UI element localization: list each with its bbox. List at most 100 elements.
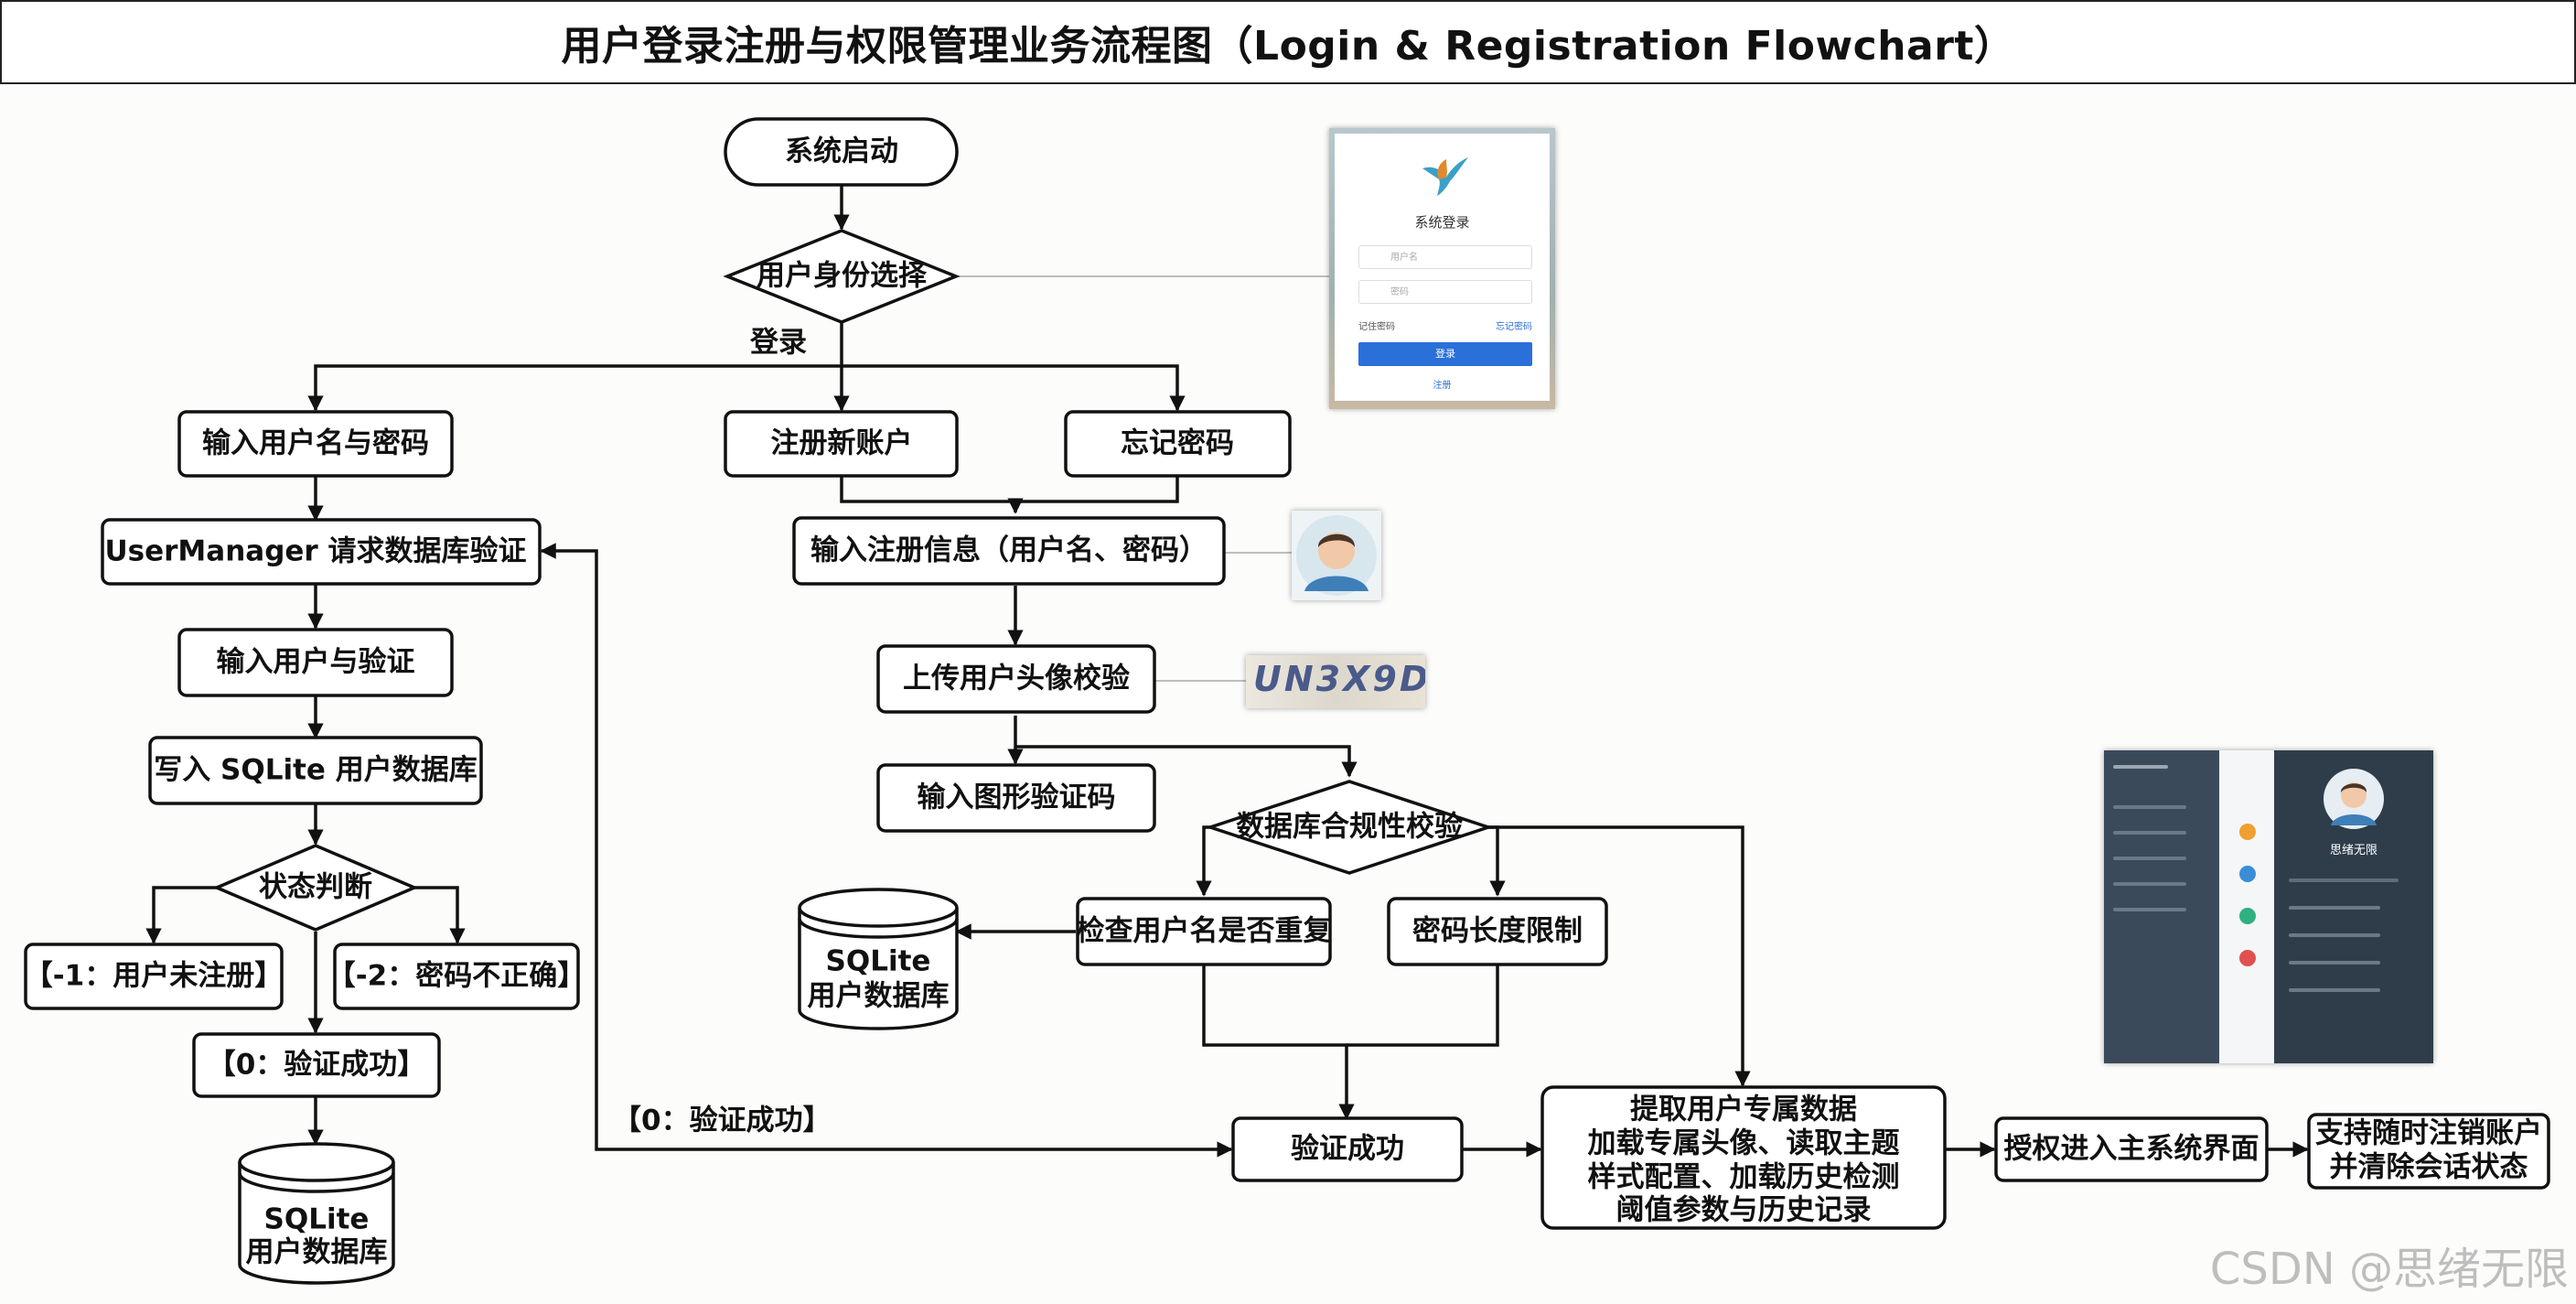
svg-text:输入用户与验证: 输入用户与验证 <box>217 646 415 679</box>
mock-orange-icon <box>2239 824 2256 840</box>
svg-text:状态判断: 状态判断 <box>259 871 372 904</box>
edges: 登录 【0：验证成功】 <box>145 185 2309 1158</box>
svg-text:检查用户名是否重复: 检查用户名是否重复 <box>1077 915 1332 948</box>
mock-red-icon <box>2239 950 2256 966</box>
login-mock-title: 系统登录 <box>1414 214 1470 231</box>
mock-menu-item <box>2289 961 2380 965</box>
login-screen-mockup: 系统登录 用户名 密码 记住密码 忘记密码 登录 注册 <box>1329 128 1555 409</box>
mock-menu-item <box>2289 878 2399 882</box>
node-sqlite-db-left: SQLite 用户数据库 <box>238 1142 395 1285</box>
node-input-registration-info: 输入注册信息（用户名、密码） <box>792 516 1226 586</box>
svg-text:加载专属头像、读取主题: 加载专属头像、读取主题 <box>1588 1127 1900 1160</box>
svg-text:注册新账户: 注册新账户 <box>771 427 913 460</box>
main-system-mockup: 思绪无限 <box>2104 750 2433 1063</box>
edge-compliance-pwdlen <box>1488 825 1506 897</box>
svg-text:SQLite: SQLite <box>826 945 931 978</box>
svg-text:密码长度限制: 密码长度限制 <box>1412 915 1583 948</box>
svg-text:数据库合规性校验: 数据库合规性校验 <box>1236 811 1463 844</box>
edge-login-branch <box>307 364 842 412</box>
edge-label-login: 登录 <box>749 327 807 360</box>
svg-text:并清除会话状态: 并清除会话状态 <box>2330 1151 2528 1184</box>
svg-text:验证成功: 验证成功 <box>1291 1133 1404 1166</box>
edge-dup-verified <box>1202 965 1355 1120</box>
svg-text:阈值参数与历史记录: 阈值参数与历史记录 <box>1616 1194 1872 1227</box>
node-usermanager-request: UserManager 请求数据库验证 <box>101 518 542 586</box>
user-avatar-icon <box>1296 515 1377 596</box>
svg-text:【-1：用户未注册】: 【-1：用户未注册】 <box>25 960 283 993</box>
login-mock-password[interactable]: 密码 <box>1358 280 1532 304</box>
svg-text:写入 SQLite 用户数据库: 写入 SQLite 用户数据库 <box>154 754 478 787</box>
mock-menu-line <box>2113 882 2186 886</box>
node-wrong-password: 【-2：密码不正确】 <box>327 943 585 1010</box>
node-enter-main-system: 授权进入主系统界面 <box>1994 1116 2269 1182</box>
node-extract-user-data: 提取用户专属数据 加载专属头像、读取主题 样式配置、加载历史检测 阈值参数与历史… <box>1540 1085 1947 1230</box>
login-mock-button[interactable]: 登录 <box>1358 342 1532 366</box>
mock-app-name <box>2113 765 2168 769</box>
mock-content-panel <box>2219 750 2274 1063</box>
edge-compliance-extract <box>1488 825 1751 1087</box>
svg-text:用户身份选择: 用户身份选择 <box>757 260 928 293</box>
mock-menu-line <box>2113 805 2186 809</box>
node-input-username-password: 输入用户名与密码 <box>177 410 454 478</box>
title-bar: 用户登录注册与权限管理业务流程图（Login & Registration Fl… <box>0 0 2576 84</box>
mock-user-menu: 思绪无限 <box>2274 750 2433 1063</box>
edge-compliance-dup <box>1196 825 1212 897</box>
node-input-captcha: 输入图形验证码 <box>876 763 1156 833</box>
svg-text:用户数据库: 用户数据库 <box>808 980 950 1013</box>
svg-text:系统启动: 系统启动 <box>785 135 898 168</box>
svg-text:输入图形验证码: 输入图形验证码 <box>918 781 1116 814</box>
node-db-compliance-check: 数据库合规性校验 <box>1205 780 1494 875</box>
edge-forgot-reginfo <box>1015 476 1179 503</box>
mock-user-avatar-icon <box>2324 769 2384 829</box>
edge-forgot-branch <box>842 364 1186 412</box>
node-logout-clear-session: 支持随时注销账户 并清除会话状态 <box>2307 1113 2550 1190</box>
edge-label-verify-ok: 【0：验证成功】 <box>613 1105 832 1137</box>
svg-text:样式配置、加载历史检测: 样式配置、加载历史检测 <box>1588 1161 1900 1194</box>
node-user-identity-choice: 用户身份选择 <box>723 229 961 324</box>
login-card: 系统登录 用户名 密码 记住密码 忘记密码 登录 注册 <box>1335 134 1550 401</box>
edge-register-reginfo <box>840 476 1024 514</box>
mock-green-icon <box>2239 908 2256 924</box>
edge-status-wrongpwd <box>414 886 466 944</box>
edge-pwdlen-verified <box>1347 965 1499 1047</box>
edge-verified-loop <box>540 543 1233 1158</box>
mock-menu-line <box>2113 857 2186 860</box>
captcha-text: UN3X9D <box>1253 659 1425 699</box>
node-input-user-verify: 输入用户与验证 <box>177 628 454 697</box>
node-verification-success: 验证成功 <box>1231 1116 1464 1182</box>
mock-menu-line <box>2113 831 2186 835</box>
captcha-image: UN3X9D <box>1246 655 1425 708</box>
edge-status-unregistered <box>145 886 217 944</box>
svg-text:输入注册信息（用户名、密码）: 输入注册信息（用户名、密码） <box>810 534 1208 567</box>
hummingbird-logo-icon <box>1422 157 1468 196</box>
svg-text:用户数据库: 用户数据库 <box>246 1236 388 1269</box>
mock-menu-item <box>2289 906 2380 910</box>
node-status-check: 状态判断 <box>212 844 419 932</box>
mock-user-name: 思绪无限 <box>2329 844 2377 857</box>
svg-text:【-2：密码不正确】: 【-2：密码不正确】 <box>327 960 585 993</box>
login-mock-remember[interactable]: 记住密码 <box>1358 322 1395 332</box>
node-upload-avatar-check: 上传用户头像校验 <box>876 644 1156 714</box>
node-sqlite-db-mid: SQLite 用户数据库 <box>798 888 959 1030</box>
node-verify-success-left: 【0：验证成功】 <box>192 1032 441 1098</box>
svg-text:授权进入主系统界面: 授权进入主系统界面 <box>2004 1133 2259 1166</box>
svg-text:UserManager 请求数据库验证: UserManager 请求数据库验证 <box>105 535 527 568</box>
mock-menu-item <box>2289 988 2380 992</box>
mock-menu-line <box>2113 908 2186 911</box>
svg-text:输入用户名与密码: 输入用户名与密码 <box>202 427 429 460</box>
mock-blue-icon <box>2239 866 2256 882</box>
page-title: 用户登录注册与权限管理业务流程图（Login & Registration Fl… <box>561 23 2015 70</box>
svg-text:【0：验证成功】: 【0：验证成功】 <box>208 1049 426 1082</box>
node-forgot-password: 忘记密码 <box>1064 410 1292 478</box>
node-password-length-limit: 密码长度限制 <box>1387 897 1608 966</box>
avatar-image <box>1292 511 1381 600</box>
svg-text:SQLite: SQLite <box>264 1203 370 1236</box>
login-mock-register[interactable]: 注册 <box>1433 381 1452 391</box>
svg-text:上传用户头像校验: 上传用户头像校验 <box>903 663 1130 695</box>
login-mock-username[interactable]: 用户名 <box>1358 245 1532 269</box>
watermark: CSDN @思绪无限 <box>2209 1244 2569 1295</box>
node-check-username-duplicate: 检查用户名是否重复 <box>1076 897 1332 966</box>
login-mock-forgot[interactable]: 忘记密码 <box>1496 322 1532 332</box>
svg-text:提取用户专属数据: 提取用户专属数据 <box>1630 1094 1857 1126</box>
